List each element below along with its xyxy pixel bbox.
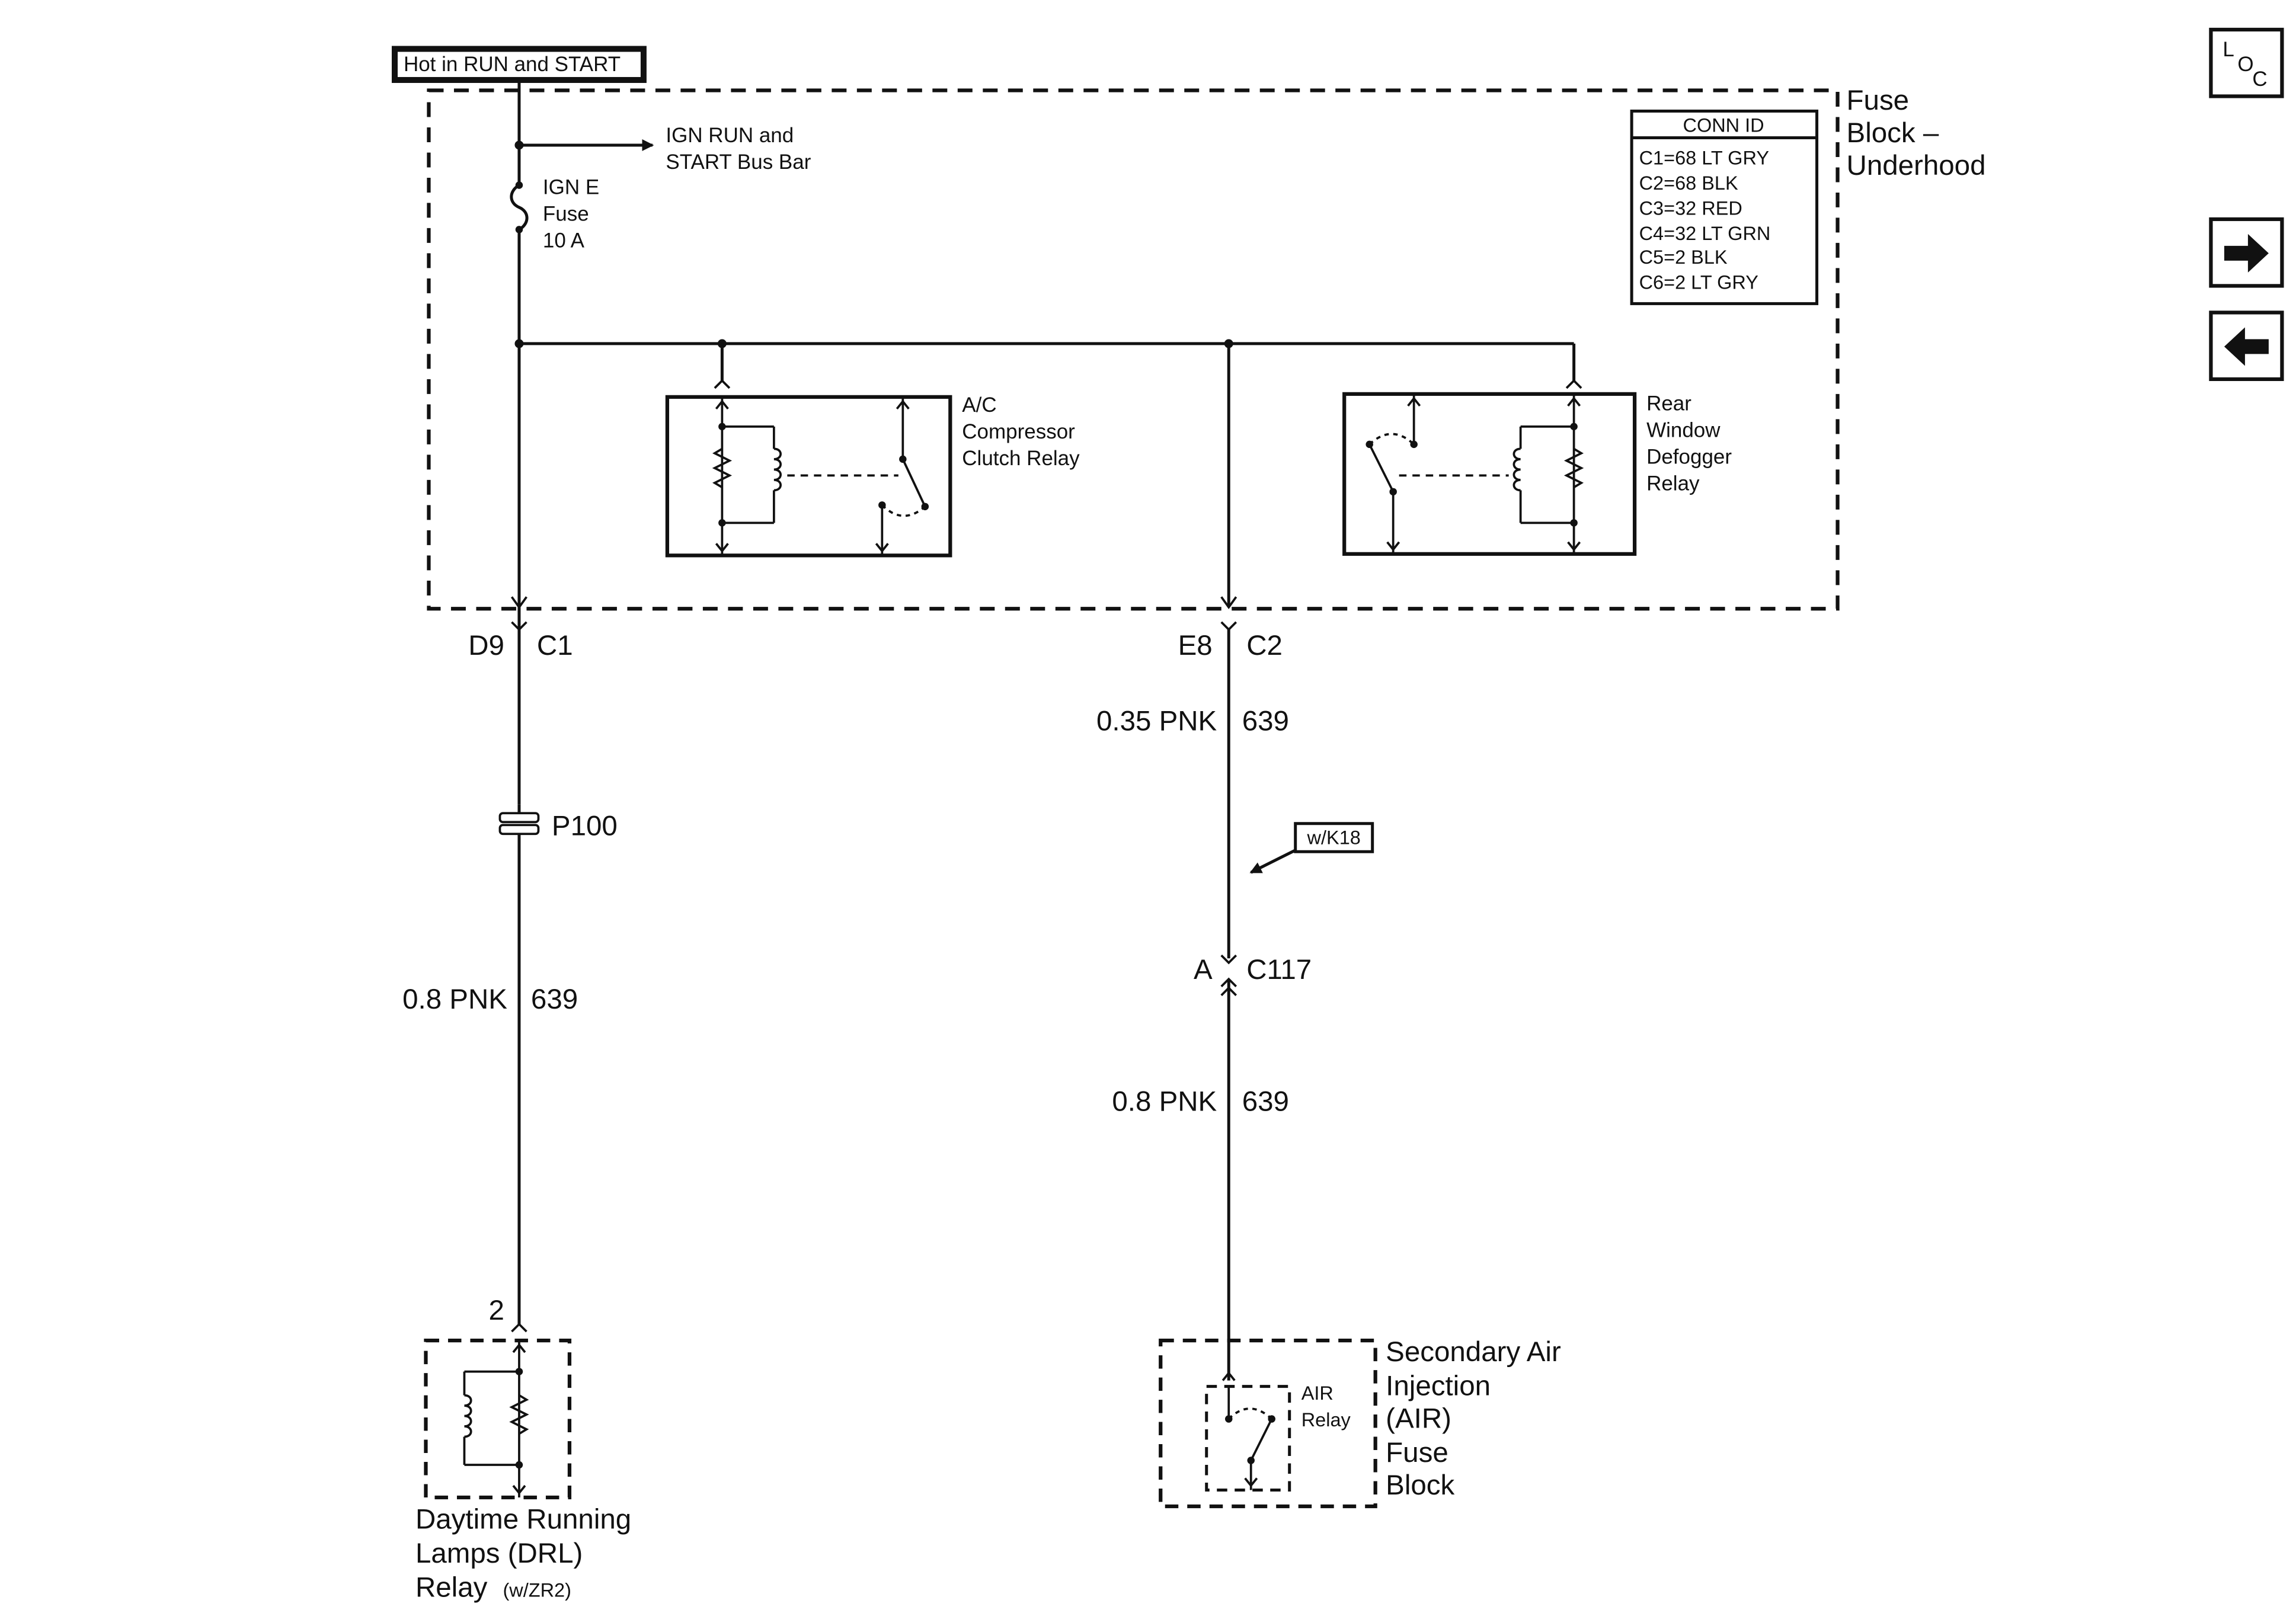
right-connector-label: C2: [1246, 630, 1283, 661]
conn-id-row: C5=2 BLK: [1639, 247, 1728, 268]
air-label-line-5: Block: [1386, 1470, 1454, 1501]
drl-label-line-1: Daytime Running: [415, 1504, 631, 1535]
left-circuit: D9 C1 P100 0.8 PNK 639 2: [402, 596, 618, 1333]
drl-label-line-2: Lamps (DRL): [415, 1538, 583, 1569]
drl-pin-label: 2: [489, 1295, 504, 1326]
left-wire-size: 0.8 PNK: [402, 984, 507, 1015]
main-feed-wire: [510, 79, 529, 607]
fuse-terminal-dot: [515, 181, 523, 189]
left-connector-label: C1: [537, 630, 573, 661]
splice-label: P100: [552, 811, 618, 842]
arrow-left-icon: [2224, 327, 2269, 366]
drl-label-line-3: Relay: [415, 1572, 488, 1604]
air-fuse-block: AIR Relay: [1159, 1338, 1377, 1509]
conn-id-row: C3=32 RED: [1639, 197, 1742, 219]
air-relay-label-line-1: AIR: [1302, 1382, 1334, 1404]
air-label-line-1: Secondary Air: [1386, 1336, 1561, 1368]
drl-relay: [424, 1338, 572, 1500]
loc-letter-l: L: [2223, 38, 2234, 61]
fuse-block-title-line-2: Block –: [1847, 117, 1939, 149]
power-source-text: Hot in RUN and START: [404, 53, 621, 76]
ac-relay-label-line-2: Compressor: [962, 420, 1075, 443]
fuse-rating: 10 A: [543, 229, 585, 252]
ac-relay-label-line-3: Clutch Relay: [962, 447, 1080, 470]
option-flag-text: w/K18: [1307, 827, 1361, 849]
next-page-button[interactable]: [2209, 217, 2284, 288]
defog-relay-label-line-2: Window: [1646, 418, 1721, 441]
rear-defogger-relay: Rear Window Defogger Relay: [1342, 392, 1732, 556]
air-fuse-block-label: Secondary Air Injection (AIR) Fuse Block: [1386, 1336, 1561, 1501]
right-wire-top-circuit: 639: [1242, 705, 1289, 737]
ac-compressor-relay: A/C Compressor Clutch Relay: [665, 393, 1080, 558]
defog-relay-label-line-4: Relay: [1646, 472, 1700, 495]
air-label-line-3: (AIR): [1386, 1403, 1451, 1435]
conn-id-table: CONN ID C1=68 LT GRY C2=68 BLK C3=32 RED…: [1630, 109, 1819, 305]
fuse-label: IGN E Fuse 10 A: [543, 175, 599, 252]
right-wire-bottom-circuit: 639: [1242, 1086, 1289, 1118]
inline-connector-label: C117: [1246, 954, 1312, 985]
inline-pin-label: A: [1194, 954, 1213, 985]
fuse-block-outline: [427, 88, 1840, 611]
air-relay-label-line-2: Relay: [1302, 1409, 1351, 1430]
right-wire-bottom-size: 0.8 PNK: [1112, 1086, 1217, 1118]
terminal-chevron: [1565, 379, 1582, 389]
drl-option-label: (w/ZR2): [503, 1580, 571, 1601]
fuse-block-title-line-3: Underhood: [1847, 150, 1986, 181]
fuse-word: Fuse: [543, 202, 589, 225]
power-source-label: Hot in RUN and START: [391, 46, 647, 83]
loc-letter-c: C: [2252, 68, 2267, 91]
air-label-line-2: Injection: [1386, 1371, 1491, 1402]
fuse-block-title-line-1: Fuse: [1847, 85, 1910, 116]
defog-relay-label-line-1: Rear: [1646, 392, 1691, 415]
arrow-right-icon: [2224, 233, 2269, 273]
option-flag: w/K18: [1249, 822, 1374, 874]
conn-id-row: C2=68 BLK: [1639, 172, 1738, 194]
air-label-line-4: Fuse: [1386, 1437, 1448, 1468]
ac-relay-label-line-1: A/C: [962, 393, 996, 417]
drl-relay-label: Daytime Running Lamps (DRL) Relay (w/ZR2…: [415, 1504, 631, 1604]
bus-bar-label-line-2: START Bus Bar: [666, 151, 811, 174]
conn-id-row: C4=32 LT GRN: [1639, 223, 1771, 244]
conn-id-row: C1=68 LT GRY: [1639, 147, 1769, 168]
right-wire-top-size: 0.35 PNK: [1096, 705, 1217, 737]
left-pin-label: D9: [468, 630, 504, 661]
loc-letter-o: O: [2237, 53, 2253, 76]
bus-bar-label-line-1: IGN RUN and: [666, 124, 794, 147]
conn-id-header: CONN ID: [1683, 114, 1764, 136]
loc-button[interactable]: L O C: [2209, 27, 2284, 98]
right-circuit: E8 C2 0.35 PNK 639 w/K18 A C117 0.8 PNK …: [1096, 343, 1374, 1381]
previous-page-button[interactable]: [2209, 311, 2284, 382]
junction-dot: [514, 339, 524, 348]
left-wire-circuit: 639: [531, 984, 578, 1015]
splice-p100: [498, 812, 540, 836]
conn-id-row: C6=2 LT GRY: [1639, 271, 1758, 293]
fuse-name: IGN E: [543, 175, 599, 199]
defog-relay-label-line-3: Defogger: [1646, 445, 1732, 468]
fuse-block-title: Fuse Block – Underhood: [1847, 85, 1986, 181]
right-pin-label: E8: [1178, 630, 1213, 661]
terminal-chevron: [714, 379, 731, 389]
fuse-terminal-dot: [515, 226, 523, 233]
